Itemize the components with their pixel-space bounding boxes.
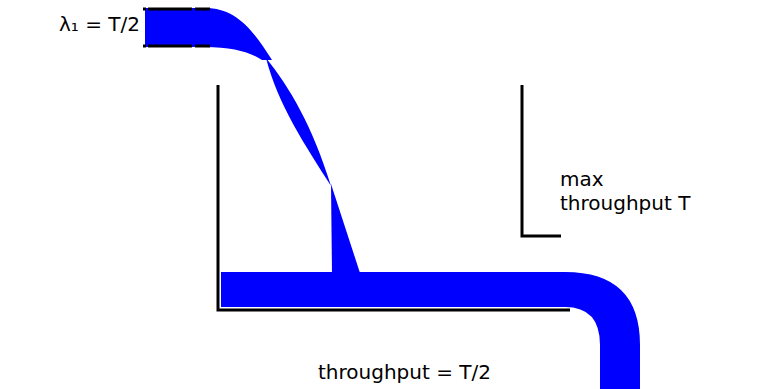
inlet-bend [205, 8, 272, 60]
outlet-pipe [221, 272, 640, 389]
arrival-rate-label: λ₁ = T/2 [59, 12, 140, 36]
capacity-label: max throughput T [560, 167, 720, 215]
pipe-rim [143, 9, 210, 46]
inlet-pipe [145, 8, 206, 47]
stream [266, 58, 331, 186]
container-walls [218, 85, 570, 310]
stream-wedge [331, 184, 360, 273]
throughput-label: throughput = T/2 [318, 360, 491, 384]
